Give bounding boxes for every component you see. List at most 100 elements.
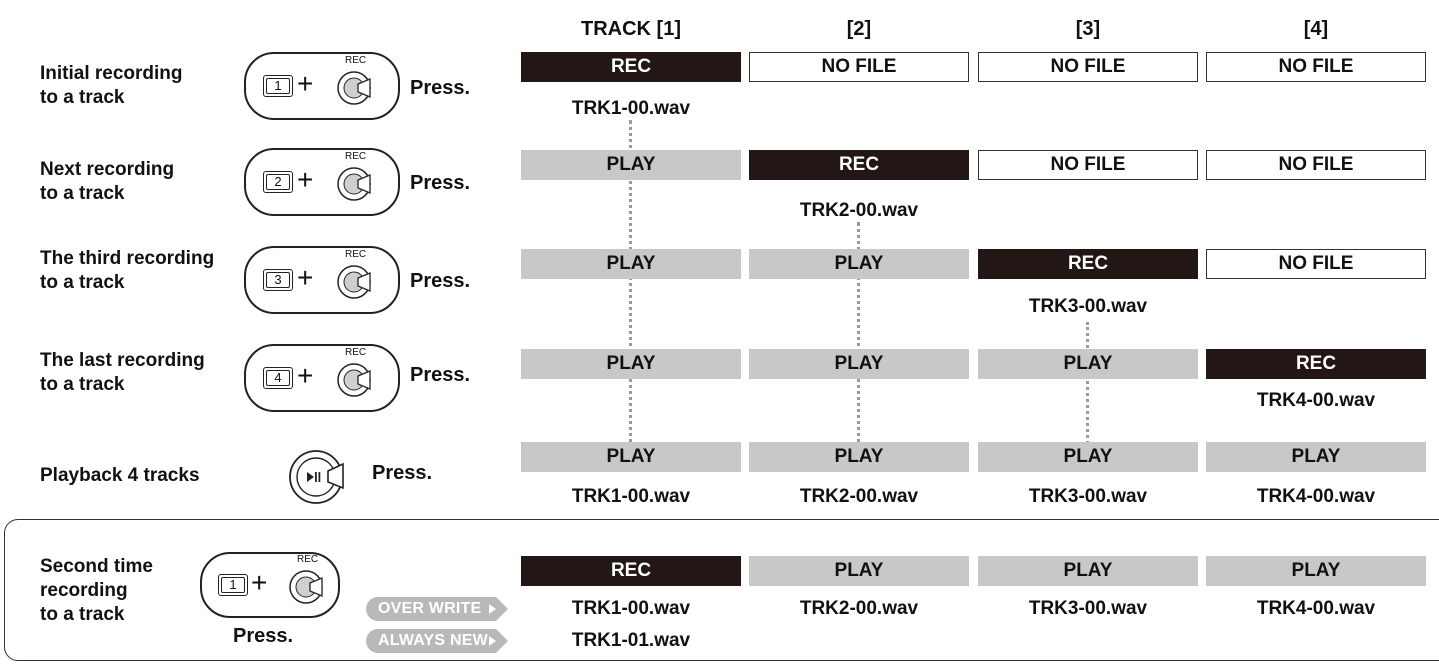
track-cell: REC xyxy=(521,556,741,586)
press-label: Press. xyxy=(410,172,471,194)
file-name: TRK1-00.wav xyxy=(571,598,691,619)
track-cell: REC xyxy=(1206,349,1426,379)
track-header-3: [3] xyxy=(1075,18,1101,40)
file-name: TRK3-00.wav xyxy=(1028,598,1148,619)
track-cell: NO FILE xyxy=(978,52,1198,82)
track-cell: PLAY xyxy=(521,442,741,472)
track-cell: PLAY xyxy=(1206,442,1426,472)
track-cell: PLAY xyxy=(749,556,969,586)
row-label-line: The third recording xyxy=(40,248,215,269)
plus-sign: + xyxy=(297,68,314,99)
rec-caption: REC xyxy=(345,55,367,66)
play-pause-button-icon[interactable] xyxy=(286,446,348,508)
always-new-tag: ALWAYS NEW xyxy=(366,629,508,653)
plus-sign: + xyxy=(297,360,314,391)
key-combo-button-4[interactable] xyxy=(244,344,400,412)
plus-sign: + xyxy=(251,567,268,598)
track-header-1: TRACK [1] xyxy=(581,18,681,40)
track-cell: NO FILE xyxy=(1206,249,1426,279)
press-label: Press. xyxy=(410,270,471,292)
file-name-new: TRK1-01.wav xyxy=(571,630,691,651)
track-header-4: [4] xyxy=(1303,18,1329,40)
row-label-line: Second time xyxy=(40,556,153,577)
track-key-1: 1 xyxy=(263,75,293,97)
press-label: Press. xyxy=(372,462,433,484)
rec-button-icon: REC xyxy=(334,55,374,107)
file-name: TRK2-00.wav xyxy=(799,486,919,507)
track-cell: PLAY xyxy=(521,349,741,379)
row-label-line: Initial recording xyxy=(40,63,183,84)
connector-track2 xyxy=(857,222,860,450)
rec-caption: REC xyxy=(345,151,367,162)
key-combo-button-3[interactable] xyxy=(244,246,400,314)
file-name: TRK2-00.wav xyxy=(749,200,969,222)
row-label-line: The last recording xyxy=(40,350,205,371)
rec-button-icon: REC xyxy=(334,249,374,301)
overwrite-label: OVER WRITE xyxy=(378,600,482,617)
second-recording-panel xyxy=(4,519,1439,661)
file-name: TRK4-00.wav xyxy=(1206,390,1426,412)
arrow-icon xyxy=(489,636,496,646)
file-name: TRK1-00.wav xyxy=(521,98,741,120)
row-label: Next recording to a track xyxy=(40,158,174,206)
file-name: TRK1-00.wav xyxy=(571,486,691,507)
row-label-line: to a track xyxy=(40,183,125,204)
row-label: The third recording to a track xyxy=(40,247,214,295)
track-cell: PLAY xyxy=(978,442,1198,472)
plus-sign: + xyxy=(297,262,314,293)
key-combo-button-1[interactable] xyxy=(244,52,400,120)
rec-caption: REC xyxy=(345,347,367,358)
track-cell: NO FILE xyxy=(749,52,969,82)
row-label-line: recording xyxy=(40,580,128,601)
track-cell: PLAY xyxy=(749,442,969,472)
file-name: TRK2-00.wav xyxy=(799,598,919,619)
track-cell: NO FILE xyxy=(1206,52,1426,82)
file-name: TRK3-00.wav xyxy=(1028,486,1148,507)
key-number: 1 xyxy=(229,577,237,592)
arrow-icon xyxy=(489,604,496,614)
track-key-2: 2 xyxy=(263,171,293,193)
row-label: Second time recording to a track xyxy=(40,555,153,627)
connector-track3 xyxy=(1086,322,1089,450)
track-header-2: [2] xyxy=(846,18,872,40)
overwrite-tag: OVER WRITE xyxy=(366,597,508,621)
track-key-4: 4 xyxy=(263,367,293,389)
connector-track1 xyxy=(629,120,632,450)
key-number: 4 xyxy=(274,370,282,385)
track-cell: PLAY xyxy=(521,150,741,180)
track-cell: NO FILE xyxy=(1206,150,1426,180)
file-name: TRK4-00.wav xyxy=(1256,486,1376,507)
press-label: Press. xyxy=(410,77,471,99)
key-number: 3 xyxy=(274,272,282,287)
row-label-line: to a track xyxy=(40,272,125,293)
row-label-line: to a track xyxy=(40,87,125,108)
key-number: 1 xyxy=(274,78,282,93)
track-cell: PLAY xyxy=(749,349,969,379)
row-label: The last recording to a track xyxy=(40,349,205,397)
track-key-3: 3 xyxy=(263,269,293,291)
row-label-line: Playback 4 tracks xyxy=(40,465,200,486)
track-cell: PLAY xyxy=(749,249,969,279)
rec-button-icon: REC xyxy=(334,151,374,203)
plus-sign: + xyxy=(297,164,314,195)
row-label-line: to a track xyxy=(40,604,125,625)
rec-button-icon: REC xyxy=(334,347,374,399)
row-label: Playback 4 tracks xyxy=(40,464,200,488)
track-cell: PLAY xyxy=(978,556,1198,586)
row-label: Initial recording to a track xyxy=(40,62,183,110)
rec-caption: REC xyxy=(297,554,319,565)
file-name: TRK3-00.wav xyxy=(978,296,1198,318)
rec-button-icon: REC xyxy=(286,554,326,606)
press-label: Press. xyxy=(410,364,471,386)
press-label: Press. xyxy=(233,625,294,647)
key-combo-button-2[interactable] xyxy=(244,148,400,216)
track-key-1: 1 xyxy=(218,574,248,596)
row-label-line: to a track xyxy=(40,374,125,395)
track-cell: REC xyxy=(521,52,741,82)
key-number: 2 xyxy=(274,174,282,189)
track-cell: PLAY xyxy=(1206,556,1426,586)
always-new-label: ALWAYS NEW xyxy=(378,632,488,649)
track-cell: REC xyxy=(978,249,1198,279)
row-label-line: Next recording xyxy=(40,159,175,180)
track-cell: PLAY xyxy=(978,349,1198,379)
